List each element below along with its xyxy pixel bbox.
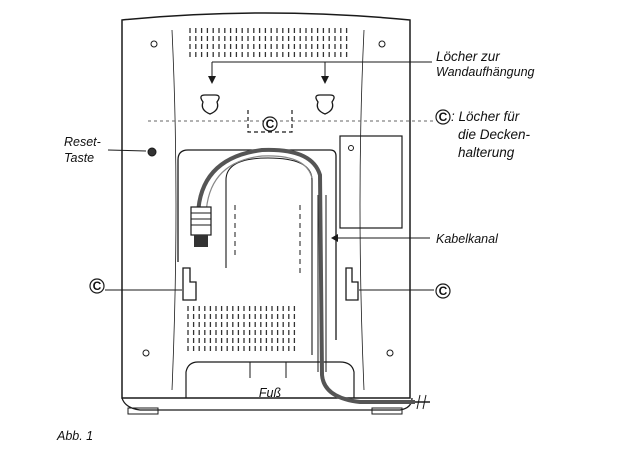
cable-highlight (205, 155, 313, 216)
ceiling-marker-center-text: C (266, 117, 275, 131)
side-rib-right (359, 29, 365, 391)
arrow-wall-right (321, 76, 329, 84)
foot-pad-right (371, 407, 403, 415)
label-ceiling-holes-line3: halterung (458, 145, 515, 160)
inner-recess (234, 205, 301, 275)
leader-reset (107, 149, 147, 152)
foot-pad-left (127, 407, 159, 415)
label-ceiling-holes-line2: die Decken- (458, 127, 531, 142)
label-wall-holes-line1: Löcher zur (436, 49, 500, 64)
label-figure: Abb. 1 (56, 429, 93, 443)
label-reset-line2: Taste (64, 151, 94, 165)
ceiling-marker-center (262, 116, 278, 132)
arrow-wall-left (208, 76, 216, 84)
label-wall-holes-line2: Wandaufhängung (436, 65, 535, 79)
reset-button[interactable] (147, 147, 157, 157)
network-connector (190, 206, 212, 247)
bottom-vent-grid (187, 306, 296, 351)
device-housing (121, 12, 411, 399)
side-panel (339, 135, 403, 229)
marker-left-text: C (93, 279, 102, 293)
screw-hole-top-right (378, 40, 386, 48)
top-vent-grid (189, 28, 348, 57)
marker-ceiling-text: C (439, 110, 448, 124)
wall-mount-keyhole-left (200, 94, 220, 115)
screw-hole-bottom-right (386, 349, 394, 357)
screw-hole-top-left (150, 40, 158, 48)
foot-base (185, 361, 355, 398)
ceiling-bracket-outline (247, 110, 293, 133)
side-rib-left (171, 29, 177, 391)
side-panel-hole (348, 145, 354, 151)
cable (196, 147, 415, 404)
marker-ceiling-circle (435, 109, 451, 125)
label-ceiling-holes-line1: : Löcher für (451, 109, 520, 124)
cable-channel (317, 195, 327, 372)
wall-mount-keyhole-right (315, 94, 335, 115)
cable-plug-tick-2 (422, 394, 427, 410)
clip-left (182, 267, 197, 301)
cable-plug-tick-1 (416, 394, 421, 410)
marker-right-text: C (439, 284, 448, 298)
marker-left-circle (89, 278, 105, 294)
label-reset-line1: Reset- (64, 135, 101, 149)
clip-right (345, 267, 359, 301)
label-cable-channel: Kabelkanal (436, 232, 499, 246)
arrow-cable-channel (331, 234, 338, 242)
label-foot: Fuß (259, 386, 282, 400)
marker-right-circle (435, 283, 451, 299)
screw-hole-bottom-left (142, 349, 150, 357)
